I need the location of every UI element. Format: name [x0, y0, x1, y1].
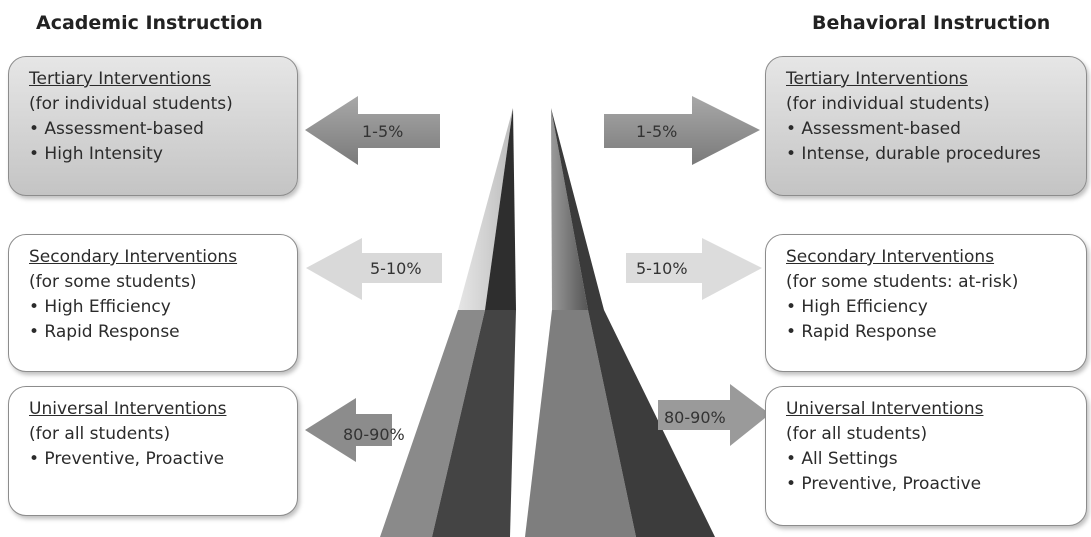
box-title: Secondary Interventions	[786, 247, 995, 267]
pyramid-left-bottom-light	[380, 310, 485, 537]
box-subtitle: (for individual students)	[29, 94, 233, 114]
pyramid-left-top-dark	[485, 108, 516, 310]
behavioral-tertiary-box: Tertiary Interventions (for individual s…	[765, 56, 1087, 196]
pyramid-right-half	[525, 108, 715, 537]
box-bullet: • High Intensity	[29, 144, 163, 164]
box-bullet: • Preventive, Proactive	[786, 474, 982, 494]
box-title: Secondary Interventions	[29, 247, 238, 267]
box-subtitle: (for all students)	[29, 424, 171, 444]
box-bullet: • Preventive, Proactive	[29, 449, 225, 469]
pyramid-left-top-light	[458, 108, 513, 310]
box-subtitle: (for all students)	[786, 424, 928, 444]
box-subtitle: (for individual students)	[786, 94, 990, 114]
academic-secondary-box: Secondary Interventions (for some studen…	[8, 234, 298, 372]
pyramid-left-half	[380, 108, 516, 537]
box-title: Universal Interventions	[786, 399, 984, 419]
box-bullet: • Rapid Response	[786, 322, 937, 342]
arrow-right-tertiary-label: 1-5%	[636, 122, 678, 141]
academic-instruction-heading: Academic Instruction	[36, 12, 263, 34]
arrow-left-secondary-label: 5-10%	[370, 259, 422, 278]
pyramid-left-bottom-dark	[432, 310, 516, 537]
behavioral-instruction-heading: Behavioral Instruction	[812, 12, 1051, 34]
box-subtitle: (for some students: at-risk)	[786, 272, 1019, 292]
pyramid-right-top-dark	[551, 108, 604, 310]
arrow-right-tertiary	[604, 96, 760, 165]
box-title: Tertiary Interventions	[29, 69, 211, 89]
academic-tertiary-box: Tertiary Interventions (for individual s…	[8, 56, 298, 196]
arrow-left-tertiary	[305, 96, 440, 165]
arrow-right-secondary	[626, 238, 762, 300]
arrow-left-tertiary-label: 1-5%	[362, 122, 404, 141]
arrow-left-universal-label: 80-90%	[343, 425, 405, 444]
arrow-left-secondary	[306, 238, 442, 300]
arrow-right-secondary-label: 5-10%	[636, 259, 688, 278]
arrow-right-universal-label: 80-90%	[664, 408, 726, 427]
box-bullet: • High Efficiency	[29, 297, 171, 317]
box-bullet: • All Settings	[786, 449, 898, 469]
box-bullet: • Rapid Response	[29, 322, 180, 342]
box-title: Tertiary Interventions	[786, 69, 968, 89]
box-title: Universal Interventions	[29, 399, 227, 419]
arrow-right-universal	[658, 384, 770, 446]
box-bullet: • Assessment-based	[786, 119, 961, 139]
behavioral-secondary-box: Secondary Interventions (for some studen…	[765, 234, 1087, 372]
box-bullet: • Intense, durable procedures	[786, 144, 1041, 164]
arrow-left-universal	[305, 398, 392, 462]
pyramid-right-bottom-light	[525, 310, 636, 537]
pyramid-right-bottom-dark	[588, 310, 715, 537]
academic-universal-box: Universal Interventions (for all student…	[8, 386, 298, 516]
behavioral-universal-box: Universal Interventions (for all student…	[765, 386, 1087, 526]
box-bullet: • Assessment-based	[29, 119, 204, 139]
box-subtitle: (for some students)	[29, 272, 197, 292]
box-bullet: • High Efficiency	[786, 297, 928, 317]
